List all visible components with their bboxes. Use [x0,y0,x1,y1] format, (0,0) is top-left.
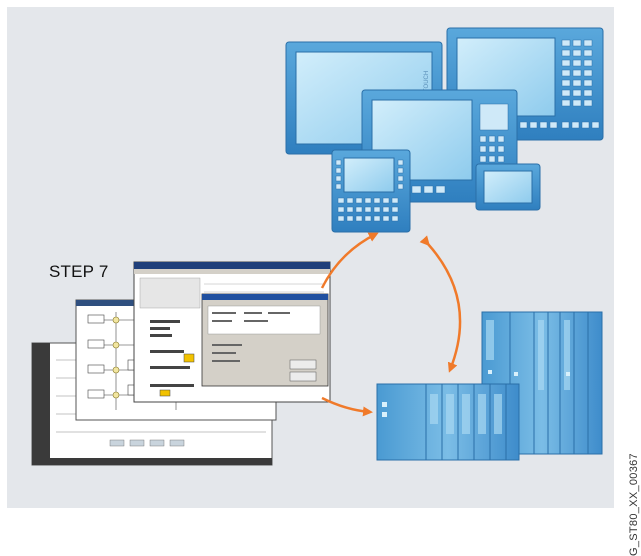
diagram-graphics: TOUCH [31,27,604,466]
diagram-canvas: TOUCH [7,7,640,556]
software-screen-icon [31,261,331,466]
plc-controller-icon [376,311,603,461]
software-screen-dialog [133,261,331,403]
keypad-small [335,159,404,222]
figure-id: G_ST80_XX_00367 [628,453,640,556]
hmi-panel-icon: TOUCH [285,27,604,233]
software-dialog-window [201,293,329,387]
arrow-hmi-plc [419,235,462,373]
plc-controller-large [481,311,603,455]
svg-text:TOUCH: TOUCH [424,71,430,92]
keypad-right [561,39,593,107]
hmi-panel-touch-small [475,163,541,211]
keypad-bottom [519,121,600,129]
arrow-software-to-plc [321,396,373,417]
arrow-software-to-hmi [320,232,379,289]
hmi-panel-keypad-small [331,149,411,233]
bidirectional-arrow-icon [320,232,462,417]
software-label: STEP 7 [49,262,109,281]
plc-controller-small [376,383,520,461]
